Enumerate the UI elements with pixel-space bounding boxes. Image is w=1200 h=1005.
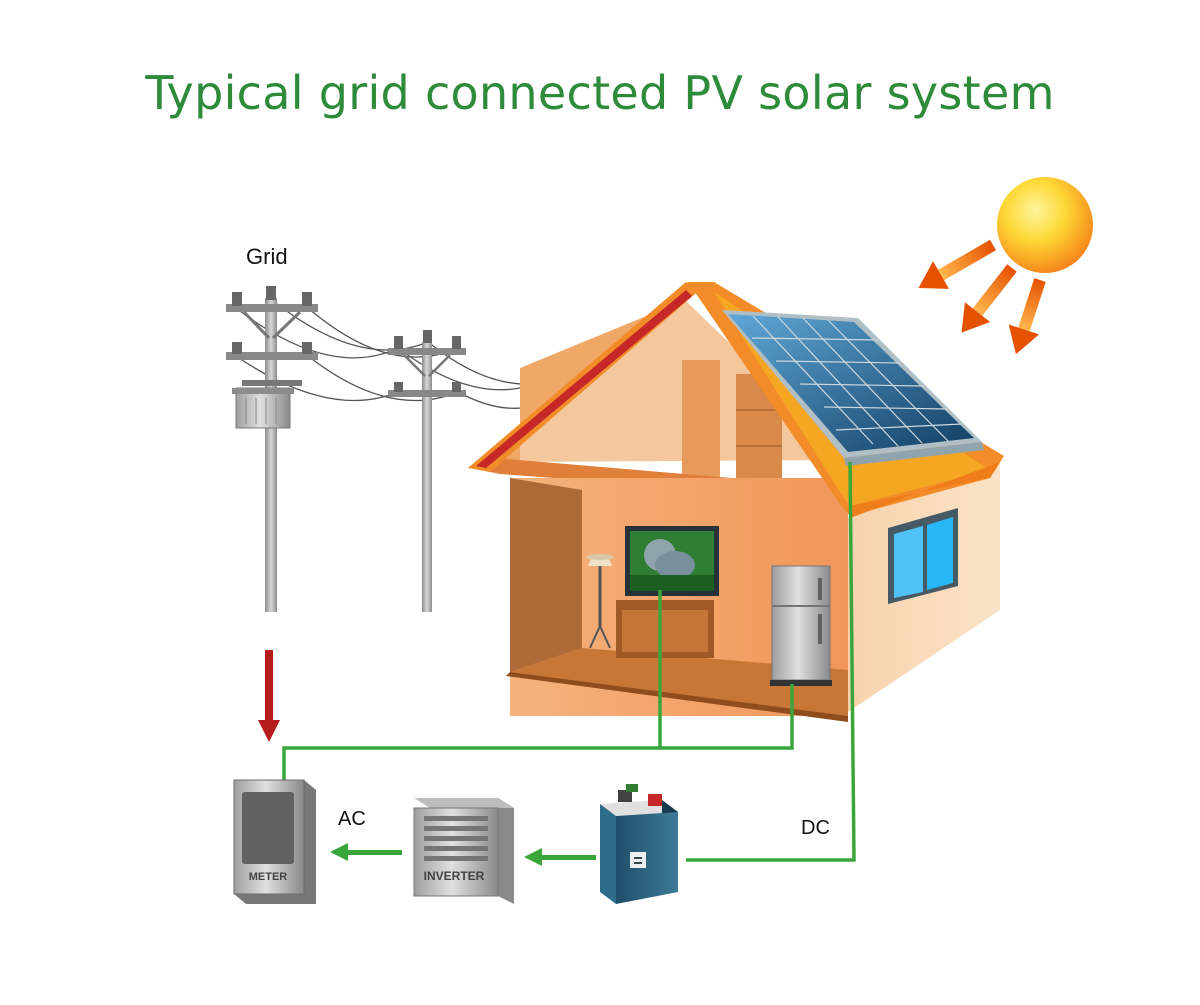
inverter-label: INVERTER: [424, 869, 485, 883]
meter-label: METER: [249, 871, 288, 883]
grid-arrow: [258, 650, 280, 742]
flow-arrow-battery-to-inverter: [524, 848, 596, 866]
dc-wire: [686, 461, 856, 862]
house-icon: [468, 282, 1004, 722]
solar-panel-icon: [722, 310, 984, 466]
refrigerator-icon: [770, 565, 832, 686]
battery-icon: [600, 784, 678, 904]
flow-arrow-inverter-to-meter: [330, 843, 402, 861]
wiring: [282, 461, 856, 862]
page-title: Typical grid connected PV solar system: [145, 66, 1055, 120]
dc-label: DC: [801, 817, 830, 839]
sun-icon: [918, 177, 1093, 355]
ac-label: AC: [338, 808, 366, 830]
meter-icon: METER: [233, 779, 316, 904]
grid-label: Grid: [246, 244, 288, 269]
utility-pole-icon: [388, 330, 466, 612]
utility-pole-icon: [226, 286, 318, 612]
window-icon: [888, 508, 958, 604]
ac-house-wire: [282, 684, 794, 780]
floor-lamp-icon: [586, 554, 614, 649]
inverter-icon: INVERTER: [413, 798, 514, 904]
sun-ray-arrows: [918, 239, 1046, 355]
tv-icon: [625, 526, 719, 596]
transformer-icon: [232, 387, 294, 429]
